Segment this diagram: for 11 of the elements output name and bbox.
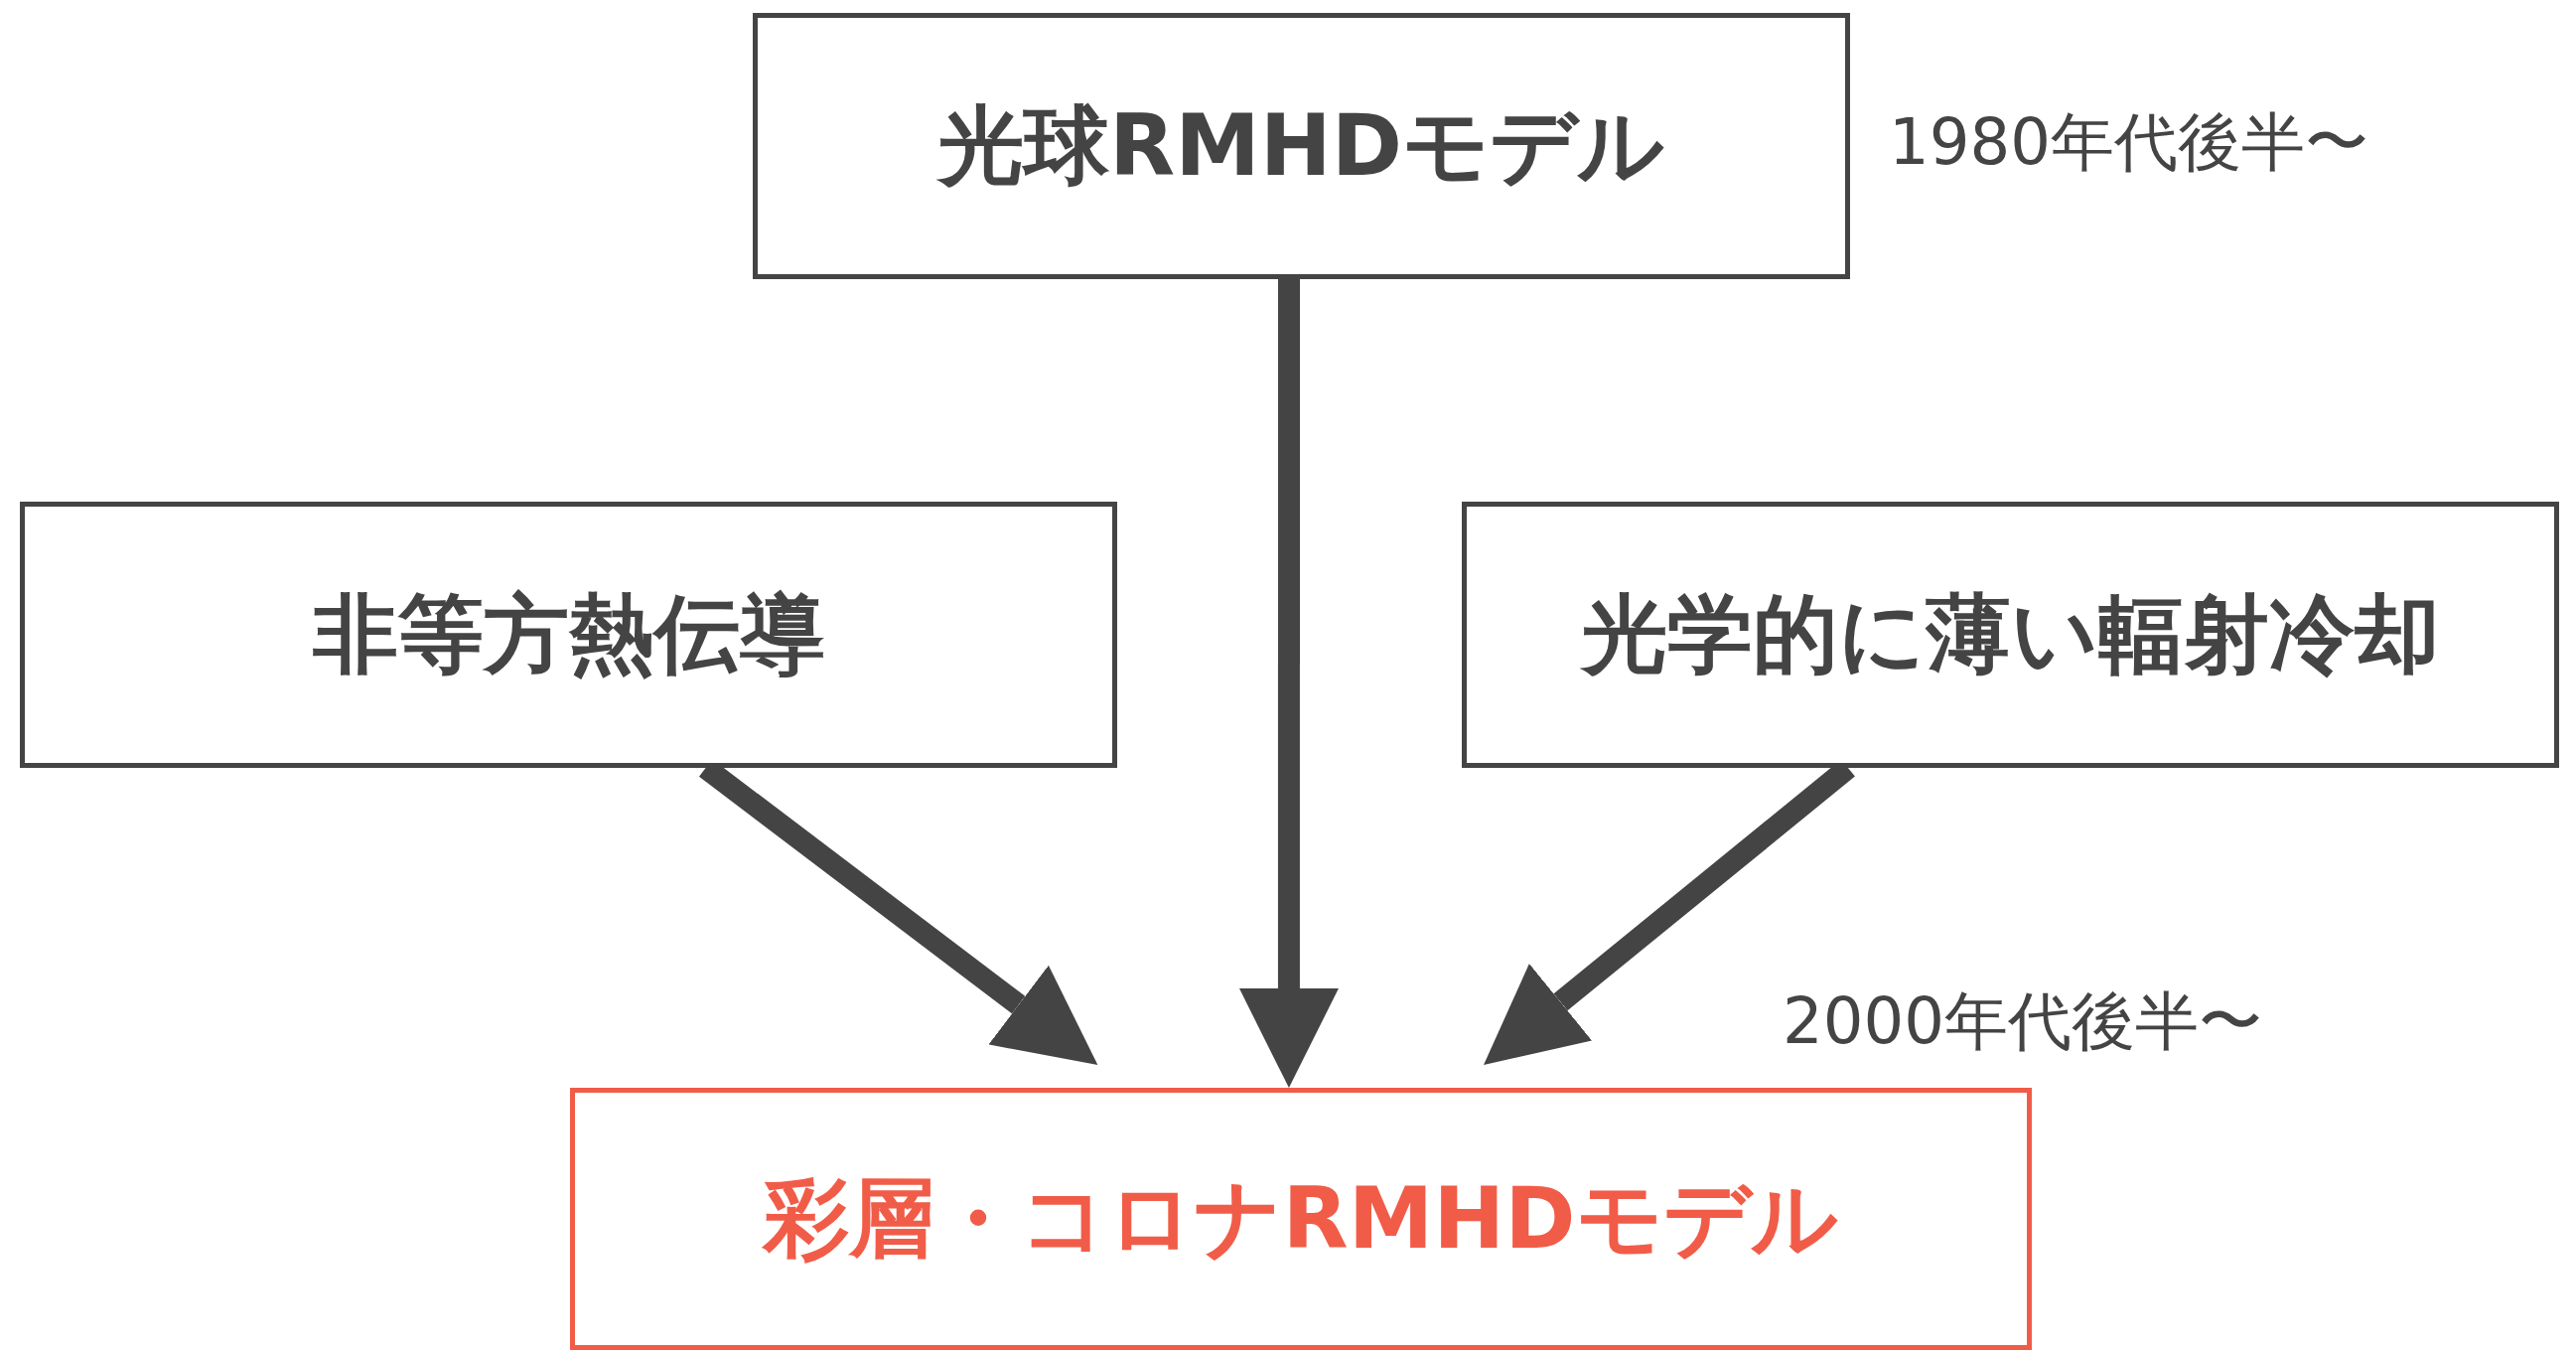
- node-label: 光学的に薄い輻射冷却: [1581, 582, 2440, 685]
- process-box: [1462, 502, 2559, 768]
- process-box: [753, 13, 1850, 279]
- node-label: 非等方熱伝導: [312, 582, 825, 685]
- node-label: 光球RMHDモデル: [937, 93, 1665, 197]
- period-label: 2000年代後半〜: [1783, 983, 2262, 1060]
- process-box: [570, 1088, 2032, 1350]
- period-label: 1980年代後半〜: [1889, 104, 2368, 181]
- node-label: 彩層・コロナRMHDモデル: [764, 1166, 1838, 1270]
- arrow: [1238, 279, 1339, 1088]
- process-box: [20, 502, 1117, 768]
